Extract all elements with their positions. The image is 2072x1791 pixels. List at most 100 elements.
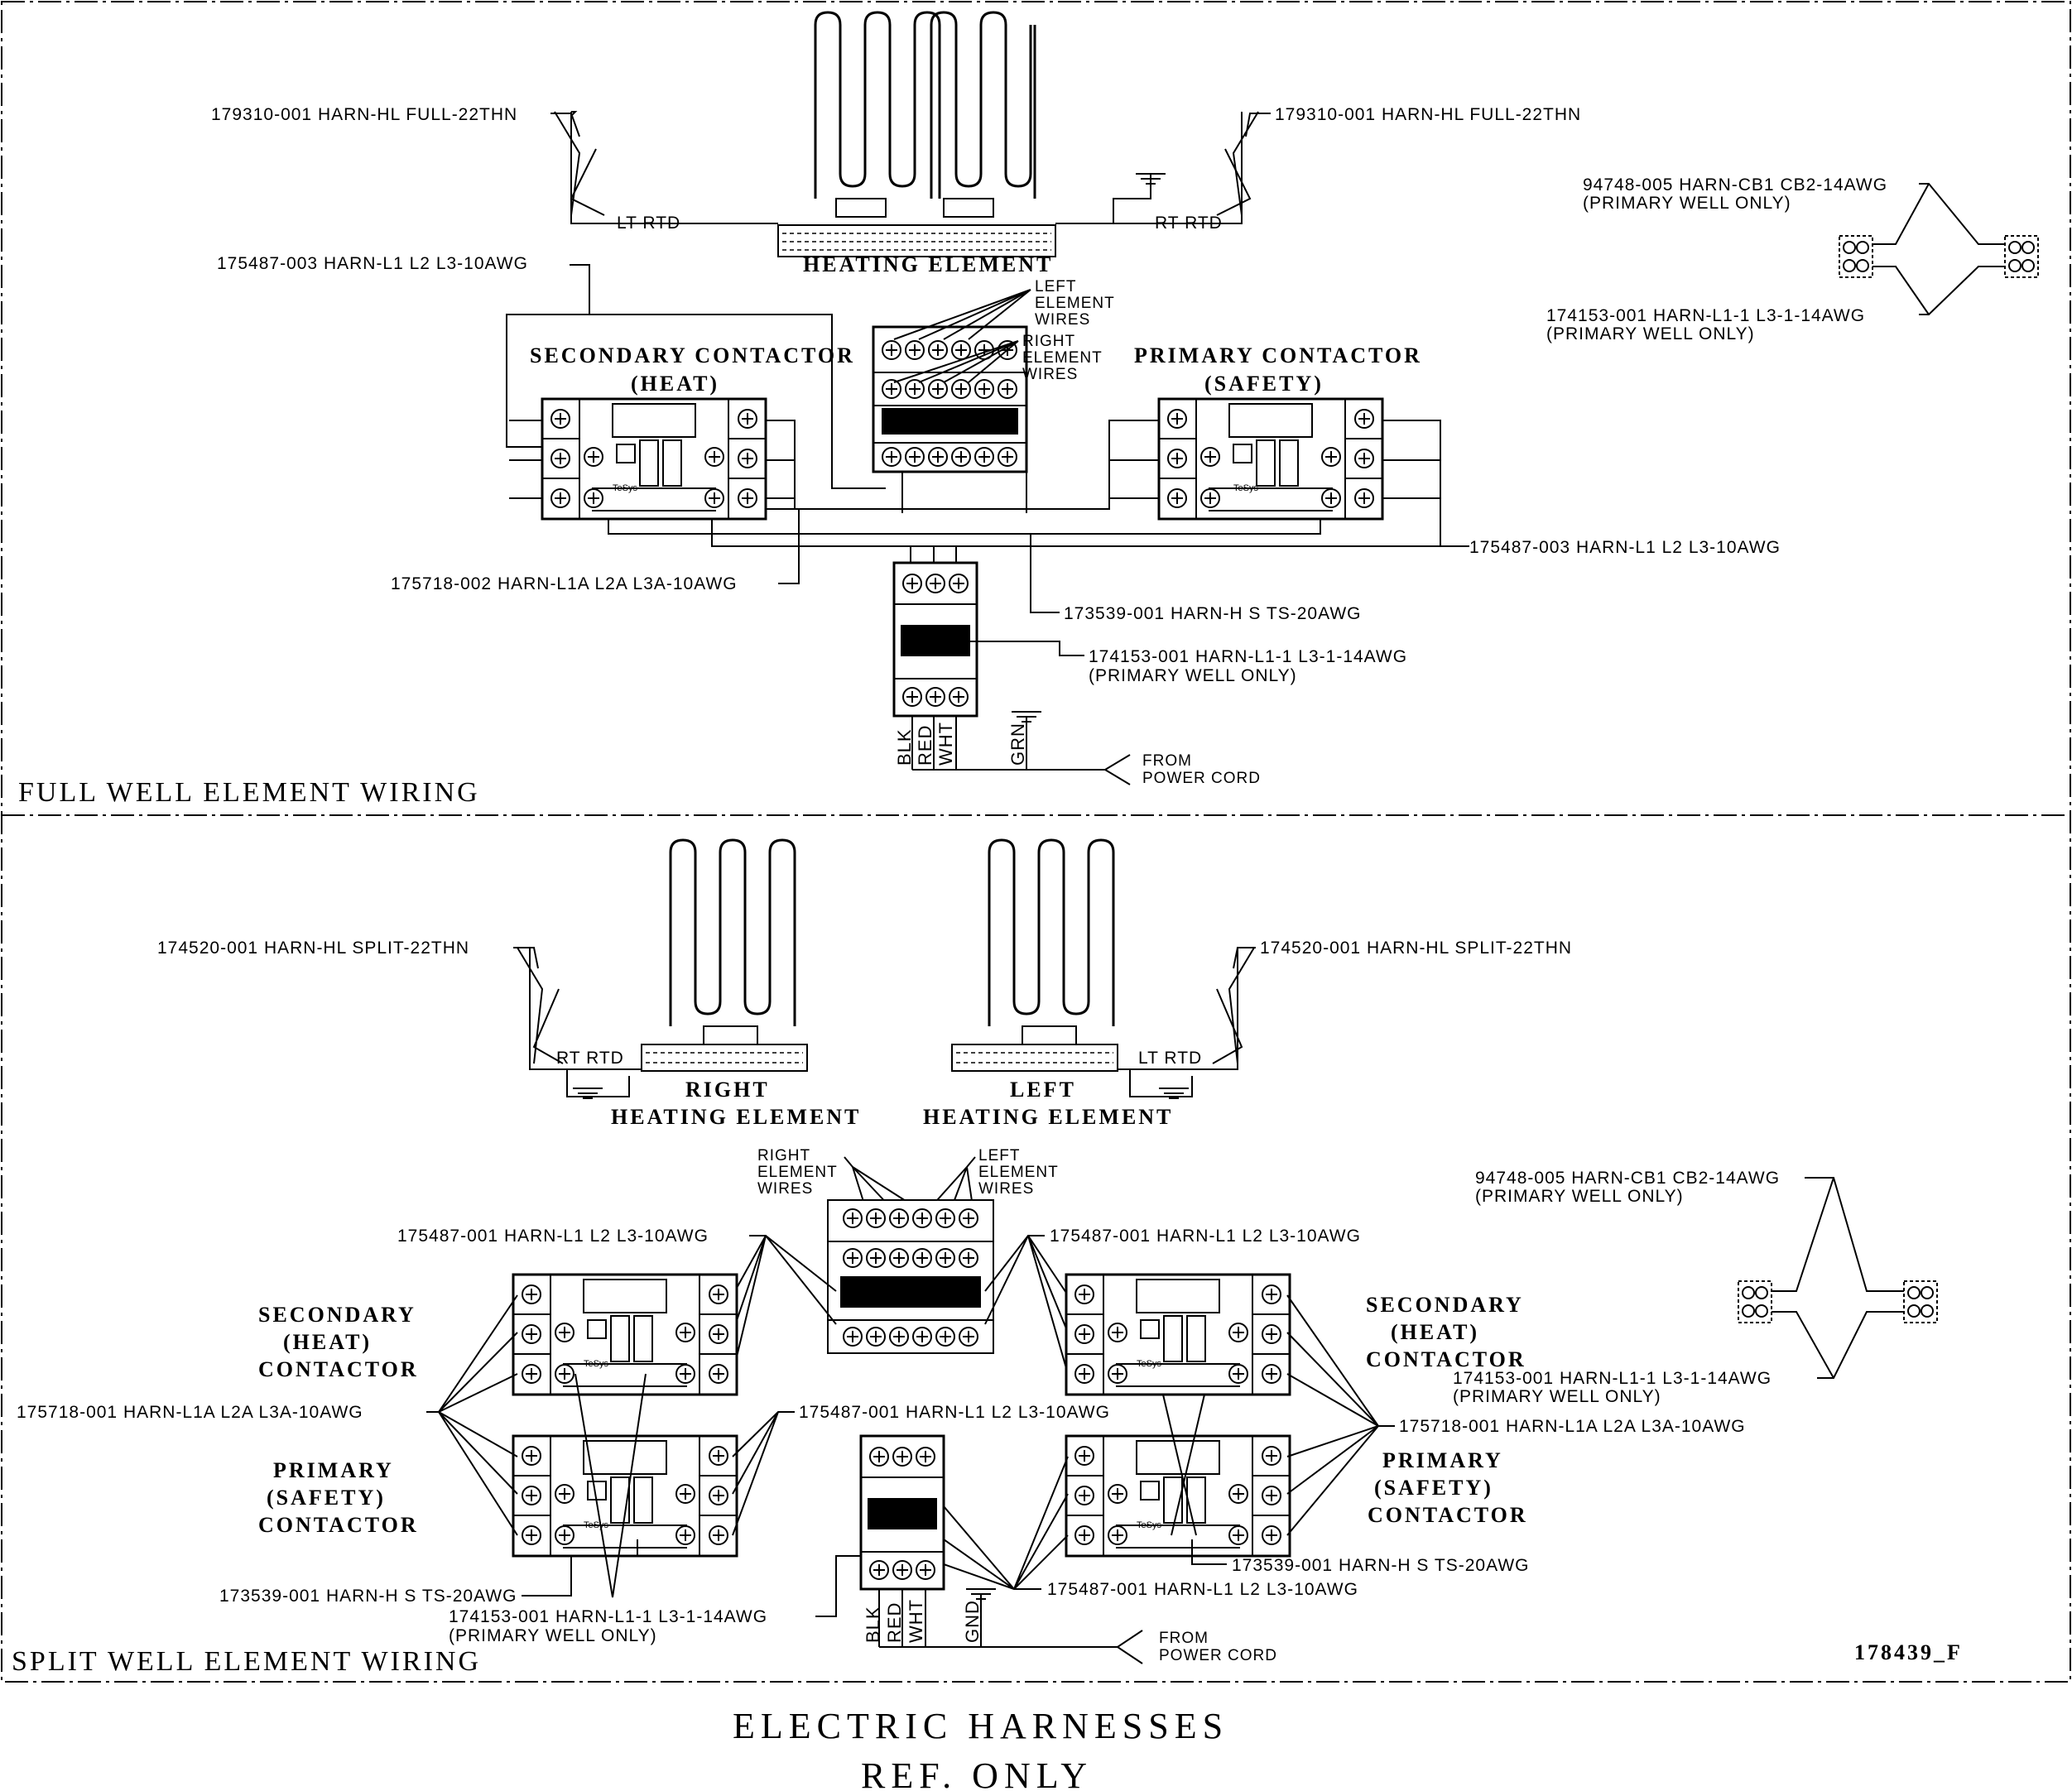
full-cb-primary-only: (PRIMARY WELL ONLY) xyxy=(1583,194,1791,213)
split-secondary-right-label: SECONDARY (HEAT) CONTACTOR xyxy=(1366,1293,1524,1371)
full-primary-contactor-label: PRIMARY CONTACTOR (SAFETY) xyxy=(1134,343,1420,396)
full-secondary-contactor-label: SECONDARY CONTACTOR (HEAT) xyxy=(530,343,855,396)
footer-subtitle: REF. ONLY xyxy=(861,1755,1093,1791)
full-cb-l11-primary-only: (PRIMARY WELL ONLY) xyxy=(1546,324,1755,343)
svg-text:SECONDARY CONTACTOR: SECONDARY CONTACTOR xyxy=(530,343,855,367)
svg-text:LEFT: LEFT xyxy=(1035,278,1076,295)
split-right-element-wires-label: RIGHT ELEMENT WIRES xyxy=(757,1147,838,1198)
svg-text:ELEMENT: ELEMENT xyxy=(1022,349,1103,367)
split-l123-harness-mid: 175487-001 HARN-L1 L2 L3-10AWG xyxy=(799,1403,1110,1422)
full-hl-harness-right: 179310-001 HARN-HL FULL-22THN xyxy=(1275,105,1581,124)
split-secondary-contactor-right xyxy=(1066,1275,1290,1395)
split-power-terminal-block xyxy=(861,1436,944,1589)
split-l1a-harness-left: 175718-001 HARN-L1A L2A L3A-10AWG xyxy=(17,1403,363,1422)
svg-text:(HEAT): (HEAT) xyxy=(631,372,719,396)
svg-text:(SAFETY): (SAFETY) xyxy=(1374,1476,1493,1500)
svg-text:PRIMARY: PRIMARY xyxy=(1382,1448,1503,1472)
split-pri-right-brand: TeSys xyxy=(1137,1520,1161,1530)
split-right-element-coils xyxy=(669,838,796,1045)
svg-text:POWER CORD: POWER CORD xyxy=(1142,770,1261,787)
svg-text:CONTACTOR: CONTACTOR xyxy=(1368,1503,1528,1527)
full-l11-harness: 174153-001 HARN-L1-1 L3-1-14AWG xyxy=(1089,647,1407,666)
split-l123-harness-right: 175487-001 HARN-L1 L2 L3-10AWG xyxy=(1050,1227,1361,1246)
full-red-label: RED xyxy=(915,725,935,766)
svg-text:SECONDARY: SECONDARY xyxy=(1366,1293,1524,1317)
svg-text:WIRES: WIRES xyxy=(1022,366,1078,383)
split-well-section-title: SPLIT WELL ELEMENT WIRING xyxy=(12,1646,481,1677)
svg-text:ELEMENT: ELEMENT xyxy=(978,1164,1059,1181)
split-hs-harness-left: 173539-001 HARN-H S TS-20AWG xyxy=(219,1587,517,1606)
split-primary-right-label: PRIMARY (SAFETY) CONTACTOR xyxy=(1368,1448,1528,1527)
svg-text:ELEMENT: ELEMENT xyxy=(757,1164,838,1181)
svg-text:WIRES: WIRES xyxy=(978,1180,1034,1198)
split-l11-harness: 174153-001 HARN-L1-1 L3-1-14AWG xyxy=(449,1607,767,1626)
full-heating-element-coils xyxy=(814,11,1036,218)
full-l11-primary-only: (PRIMARY WELL ONLY) xyxy=(1089,666,1297,685)
svg-text:LEFT: LEFT xyxy=(978,1147,1020,1164)
svg-text:HEATING ELEMENT: HEATING ELEMENT xyxy=(923,1105,1173,1129)
svg-text:RIGHT: RIGHT xyxy=(685,1078,770,1102)
full-l123-harness-top: 175487-003 HARN-L1 L2 L3-10AWG xyxy=(217,254,528,273)
full-grn-label: GRN xyxy=(1007,723,1028,766)
full-cb-l11-harness: 174153-001 HARN-L1-1 L3-1-14AWG xyxy=(1546,306,1865,325)
split-primary-left-label: PRIMARY (SAFETY) CONTACTOR xyxy=(258,1458,419,1537)
svg-text:CONTACTOR: CONTACTOR xyxy=(258,1513,419,1537)
split-cb-l11-primary-only: (PRIMARY WELL ONLY) xyxy=(1453,1387,1661,1406)
svg-text:FROM: FROM xyxy=(1159,1630,1209,1647)
svg-text:SECONDARY: SECONDARY xyxy=(258,1303,416,1327)
full-cb-connector-right xyxy=(2004,235,2039,278)
svg-text:ELEMENT: ELEMENT xyxy=(1035,295,1115,312)
split-wht-label: WHT xyxy=(906,1599,926,1643)
svg-text:(HEAT): (HEAT) xyxy=(283,1330,372,1354)
full-lt-rtd-label: LT RTD xyxy=(617,214,680,233)
full-heating-element-label: HEATING ELEMENT xyxy=(803,252,1053,276)
split-left-element-bracket xyxy=(951,1044,1118,1072)
split-cb-l11-harness: 174153-001 HARN-L1-1 L3-1-14AWG xyxy=(1453,1369,1772,1388)
full-cb-harness: 94748-005 HARN-CB1 CB2-14AWG xyxy=(1583,175,1887,194)
full-primary-brand: TeSys xyxy=(1233,483,1258,493)
full-blk-label: BLK xyxy=(894,728,915,766)
svg-text:(SAFETY): (SAFETY) xyxy=(1204,372,1324,396)
full-hl-harness-left: 179310-001 HARN-HL FULL-22THN xyxy=(211,105,517,124)
split-secondary-contactor-left xyxy=(513,1275,737,1395)
svg-text:CONTACTOR: CONTACTOR xyxy=(258,1357,419,1381)
full-primary-contactor xyxy=(1159,399,1382,519)
full-rt-rtd-label: RT RTD xyxy=(1155,214,1223,233)
full-hs-harness: 173539-001 HARN-H S TS-20AWG xyxy=(1064,604,1361,623)
full-cb-connector-left xyxy=(1839,235,1873,278)
split-gnd-label: GND xyxy=(962,1600,983,1643)
svg-text:FROM: FROM xyxy=(1142,752,1192,770)
full-l1a-harness: 175718-002 HARN-L1A L2A L3A-10AWG xyxy=(391,574,738,593)
split-hl-harness-right: 174520-001 HARN-HL SPLIT-22THN xyxy=(1260,939,1572,958)
svg-text:(HEAT): (HEAT) xyxy=(1391,1320,1479,1344)
full-secondary-brand: TeSys xyxy=(613,483,637,493)
split-left-element-coils xyxy=(988,838,1115,1045)
split-secondary-left-label: SECONDARY (HEAT) CONTACTOR xyxy=(258,1303,419,1381)
split-left-heating-element-label: LEFT HEATING ELEMENT xyxy=(923,1078,1173,1129)
split-pri-left-brand: TeSys xyxy=(584,1520,608,1530)
split-element-terminal-block xyxy=(827,1199,994,1354)
split-l123-harness-left: 175487-001 HARN-L1 L2 L3-10AWG xyxy=(397,1227,709,1246)
split-primary-contactor-left xyxy=(513,1436,737,1556)
split-sec-left-brand: TeSys xyxy=(584,1359,608,1369)
drawing-frame xyxy=(1,1,2071,1683)
split-l11-primary-only: (PRIMARY WELL ONLY) xyxy=(449,1626,657,1645)
split-lt-rtd-label: LT RTD xyxy=(1138,1049,1202,1068)
split-l1a-harness-right: 175718-001 HARN-L1A L2A L3A-10AWG xyxy=(1399,1417,1746,1436)
full-wht-label: WHT xyxy=(935,722,956,766)
split-l123-harness-bottom: 175487-001 HARN-L1 L2 L3-10AWG xyxy=(1047,1580,1358,1599)
svg-text:POWER CORD: POWER CORD xyxy=(1159,1647,1277,1664)
svg-text:(SAFETY): (SAFETY) xyxy=(267,1486,386,1510)
full-left-element-wires-label: LEFT ELEMENT WIRES xyxy=(1035,278,1115,329)
split-blk-label: BLK xyxy=(863,1606,883,1643)
split-primary-contactor-right xyxy=(1066,1436,1290,1556)
full-l123-harness-right: 175487-003 HARN-L1 L2 L3-10AWG xyxy=(1469,538,1781,557)
svg-text:RIGHT: RIGHT xyxy=(757,1147,810,1164)
split-left-element-wires-label: LEFT ELEMENT WIRES xyxy=(978,1147,1059,1198)
full-secondary-contactor xyxy=(542,399,766,519)
split-cb-connector-left xyxy=(1738,1280,1772,1323)
split-hl-harness-left: 174520-001 HARN-HL SPLIT-22THN xyxy=(157,939,469,958)
split-sec-right-brand: TeSys xyxy=(1137,1359,1161,1369)
svg-text:RIGHT: RIGHT xyxy=(1022,333,1075,350)
